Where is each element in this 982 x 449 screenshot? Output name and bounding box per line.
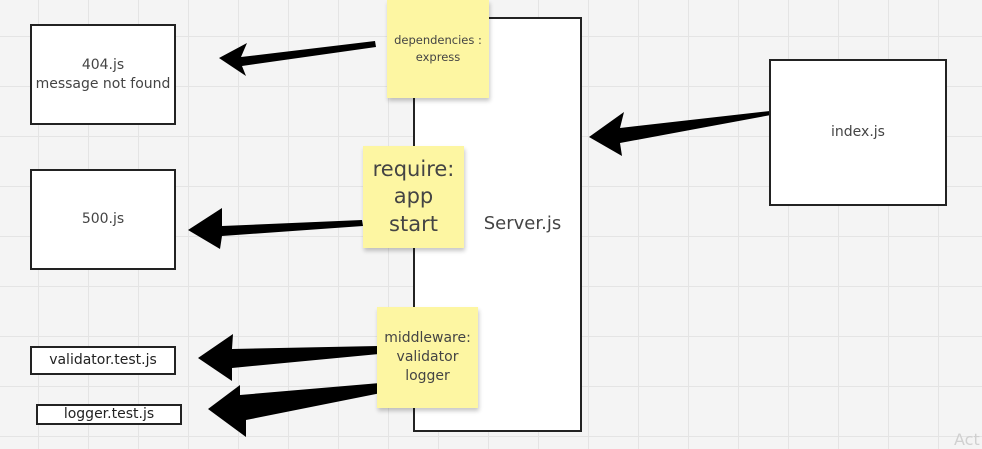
404-js-label: 404.js message not found (35, 56, 171, 92)
sticky-note-dependencies-text: dependencies : express (394, 32, 482, 64)
index-js-label: index.js (831, 124, 885, 141)
arrow-index-to-server (589, 111, 771, 156)
500-js-box[interactable]: 500.js (30, 169, 176, 270)
sticky-note-require-text: require: app start (372, 157, 455, 236)
watermark-text: Act (954, 430, 980, 449)
sticky-note-middleware[interactable]: middleware: validator logger (377, 307, 478, 408)
arrow-middleware-to-validator-test (198, 334, 379, 381)
validator-test-js-label: validator.test.js (49, 352, 157, 369)
arrow-dependencies-to-404 (219, 41, 376, 76)
validator-test-js-box[interactable]: validator.test.js (30, 346, 176, 375)
arrow-middleware-to-logger-test (208, 383, 381, 437)
server-js-label: Server.js (483, 213, 562, 235)
logger-test-js-label: logger.test.js (63, 406, 155, 423)
sticky-note-middleware-text: middleware: validator logger (384, 330, 471, 384)
arrow-require-to-500 (188, 208, 363, 249)
404-js-box[interactable]: 404.js message not found (30, 24, 176, 125)
index-js-box[interactable]: index.js (769, 59, 947, 206)
sticky-note-dependencies[interactable]: dependencies : express (387, 0, 489, 98)
sticky-note-require[interactable]: require: app start (363, 146, 464, 248)
500-js-label: 500.js (81, 211, 125, 228)
logger-test-js-box[interactable]: logger.test.js (36, 404, 182, 425)
